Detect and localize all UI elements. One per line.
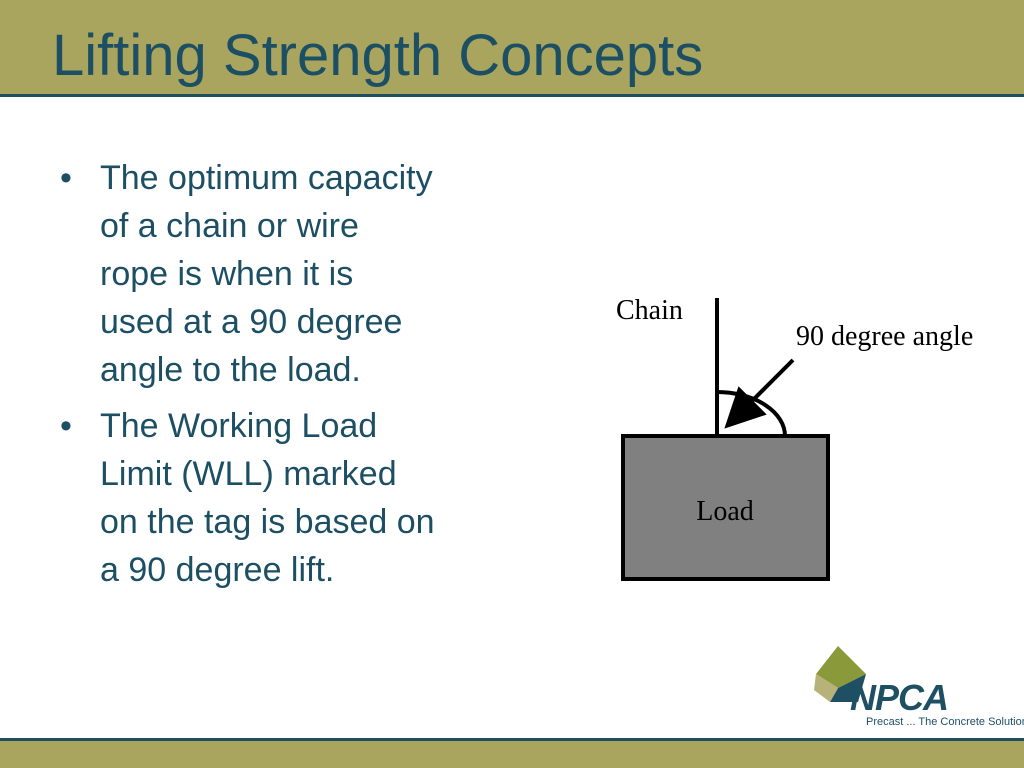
- bullet-line: a 90 degree lift.: [100, 551, 335, 589]
- footer-rule: [0, 738, 1024, 741]
- bullet-item-2: • The Working Load Limit (WLL) marked on…: [60, 402, 510, 594]
- title-rule: [0, 94, 1024, 97]
- npca-emblem-icon: [814, 646, 866, 702]
- bullet-line: on the tag is based on: [100, 503, 435, 541]
- bullet-line: of a chain or wire: [100, 207, 359, 245]
- title-band: [0, 0, 1024, 94]
- bullet-line: Limit (WLL) marked: [100, 455, 397, 493]
- bullet-line: rope is when it is: [100, 255, 354, 293]
- logo-tagline: Precast ... The Concrete Solution: [866, 716, 1024, 728]
- bullet-text: The Working Load Limit (WLL) marked on t…: [100, 402, 510, 594]
- slide-title: Lifting Strength Concepts: [52, 23, 704, 88]
- bullet-text: The optimum capacity of a chain or wire …: [100, 154, 510, 394]
- load-label: Load: [696, 496, 754, 527]
- bullet-line: angle to the load.: [100, 351, 361, 389]
- footer-band: [0, 741, 1024, 768]
- bullet-marker: •: [60, 407, 72, 445]
- npca-logo: NPCA Precast ... The Concrete Solution: [800, 640, 1024, 735]
- bullet-item-1: • The optimum capacity of a chain or wir…: [60, 154, 510, 394]
- bullet-line: used at a 90 degree: [100, 303, 403, 341]
- bullet-list: • The optimum capacity of a chain or wir…: [60, 154, 510, 602]
- chain-label: Chain: [616, 295, 683, 326]
- logo-wordmark: NPCA: [850, 677, 949, 718]
- angle-label: 90 degree angle: [796, 321, 973, 352]
- load-box: [621, 434, 830, 581]
- angle-arc: [716, 390, 787, 437]
- bullet-line: The Working Load: [100, 407, 378, 445]
- bullet-marker: •: [60, 159, 72, 197]
- bullet-line: The optimum capacity: [100, 159, 433, 197]
- angle-pointer-arrow: [724, 358, 795, 429]
